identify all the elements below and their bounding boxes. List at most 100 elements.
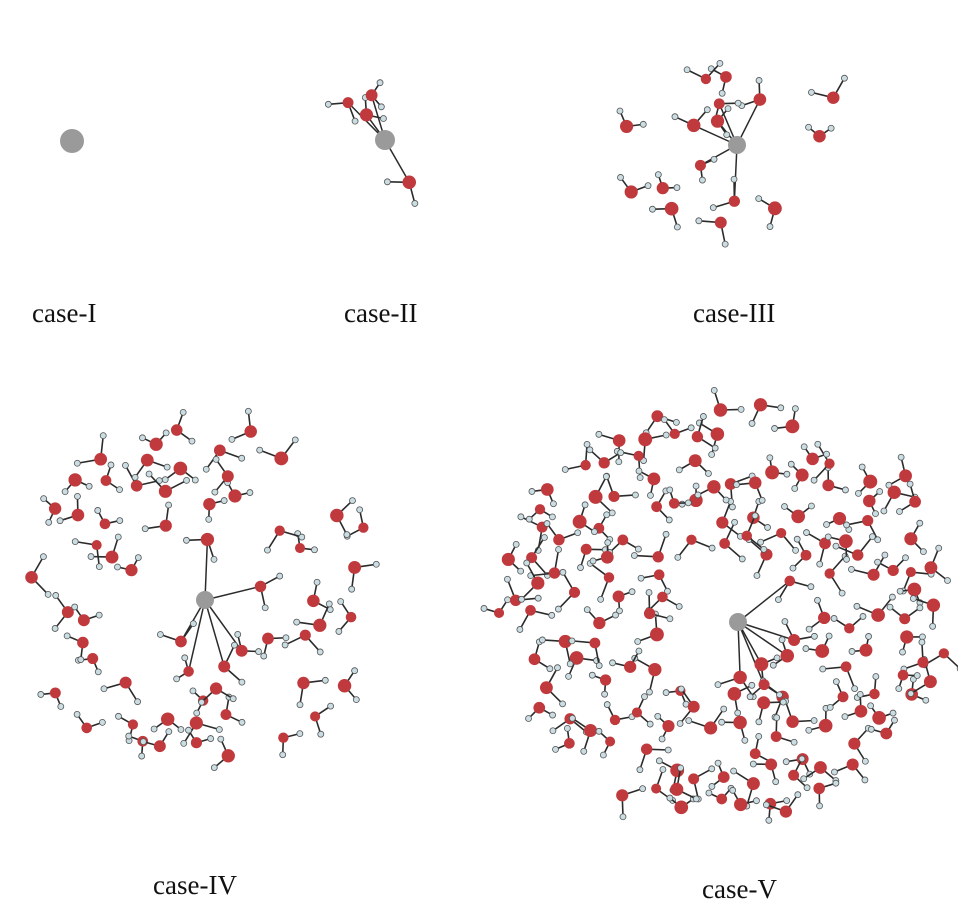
oxygen-atom	[867, 568, 880, 581]
hydrogen-atom	[798, 755, 806, 763]
water-molecule	[115, 712, 139, 745]
coordination-bond	[204, 539, 209, 601]
hydrogen-atom	[563, 724, 571, 732]
oxygen-atom	[899, 469, 912, 483]
water-molecule	[805, 596, 831, 633]
water-molecule	[211, 456, 234, 496]
oxygen-atom	[218, 660, 231, 673]
water-molecule	[841, 690, 868, 721]
hydrogen-atom	[825, 632, 833, 640]
water-molecule	[40, 495, 62, 526]
hydrogen-atom	[215, 726, 223, 733]
hydrogen-atom	[666, 486, 674, 494]
oxygen-atom	[770, 731, 782, 742]
oxygen-atom	[534, 504, 546, 515]
hydrogen-atom	[792, 546, 799, 554]
oxygen-atom	[651, 410, 664, 423]
oxygen-atom	[710, 114, 725, 128]
hydrogen-atom	[856, 690, 864, 698]
water-molecule	[754, 654, 781, 685]
hydrogen-atom	[716, 59, 724, 67]
case-label-5: case-V	[702, 874, 777, 900]
oxygen-atom	[880, 727, 893, 740]
water-molecule	[654, 712, 675, 743]
water-molecule	[789, 535, 812, 572]
water-molecule	[802, 632, 833, 658]
hydrogen-atom	[212, 456, 220, 463]
hydrogen-atom	[692, 795, 700, 803]
hydrogen-atom	[291, 436, 299, 444]
water-molecule	[848, 724, 872, 765]
oxygen-atom	[643, 607, 656, 620]
hydrogen-atom	[714, 759, 722, 767]
water-molecule	[651, 487, 673, 524]
hydrogen-atom	[755, 195, 763, 203]
hydrogen-atom	[229, 695, 237, 703]
water-molecule	[709, 175, 740, 212]
hydrogen-atom	[191, 476, 199, 484]
water-molecule	[293, 600, 333, 632]
water-molecule	[528, 483, 557, 508]
water-molecule	[525, 504, 556, 523]
hydrogen-atom	[617, 449, 625, 457]
oxygen-atom	[173, 461, 188, 476]
hydrogen-atom	[805, 625, 813, 633]
water-molecule	[746, 679, 783, 701]
oxygen-atom	[840, 661, 852, 673]
hydrogen-atom	[316, 648, 324, 656]
hydrogen-atom	[787, 460, 795, 468]
water-molecule	[616, 785, 647, 821]
hydrogen-atom	[165, 728, 173, 736]
oxygen-atom	[25, 570, 38, 584]
water-molecule	[552, 724, 575, 753]
water-molecule	[234, 630, 262, 657]
oxygen-atom	[674, 800, 689, 815]
hydrogen-atom	[517, 567, 525, 575]
water-molecule	[56, 492, 85, 525]
hydrogen-atom	[708, 544, 716, 552]
water-molecule	[198, 682, 237, 706]
water-molecule	[832, 533, 876, 561]
oxygen-atom	[765, 758, 778, 771]
hydrogen-atom	[180, 739, 188, 747]
water-molecule	[555, 568, 581, 613]
oxygen-atom	[822, 479, 835, 492]
oxygen-atom	[757, 696, 771, 710]
water-molecule	[719, 518, 746, 563]
hydrogen-atom	[766, 454, 774, 462]
water-molecule	[517, 513, 548, 554]
hydrogen-atom	[773, 714, 781, 722]
hydrogen-atom	[757, 538, 765, 546]
oxygen-atom	[274, 525, 285, 536]
hydrogen-atom	[913, 672, 921, 679]
oxygen-atom	[580, 543, 592, 555]
hydrogen-atom	[609, 659, 616, 667]
oxygen-atom	[647, 472, 661, 486]
hydrogen-atom	[99, 432, 107, 440]
oxygen-atom	[183, 666, 194, 677]
oxygen-atom	[733, 715, 747, 730]
water-molecule	[609, 647, 643, 673]
oxygen-atom	[753, 93, 767, 106]
case-label-3: case-III	[693, 298, 775, 328]
hydrogen-atom	[634, 638, 642, 645]
hydrogen-atom	[37, 691, 45, 698]
hydrogen-atom	[705, 789, 713, 797]
oxygen-atom	[669, 428, 680, 439]
ion-atom	[375, 130, 395, 150]
water-molecule	[71, 538, 103, 571]
water-molecule	[762, 791, 802, 818]
hydrogen-atom	[504, 596, 511, 604]
hydrogen-atom	[766, 223, 774, 230]
water-molecule	[348, 560, 380, 593]
water-molecule	[843, 515, 882, 544]
hydrogen-atom	[897, 453, 905, 461]
water-molecule	[616, 107, 647, 134]
hydrogen-atom	[748, 681, 756, 689]
oxygen-atom	[848, 737, 861, 750]
water-molecule	[37, 687, 65, 710]
water-molecule	[51, 592, 74, 632]
hydrogen-atom	[543, 520, 551, 527]
hydrogen-atom	[100, 685, 108, 693]
